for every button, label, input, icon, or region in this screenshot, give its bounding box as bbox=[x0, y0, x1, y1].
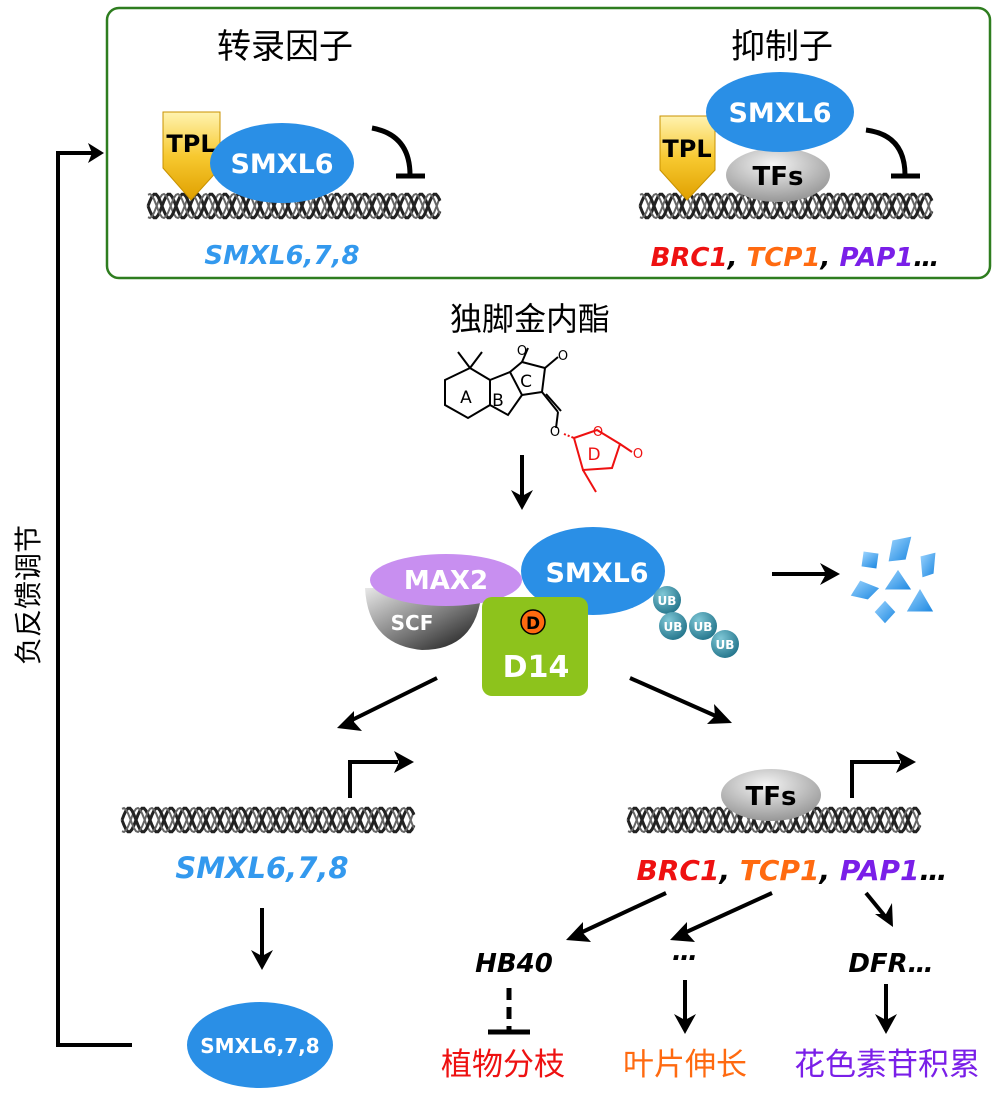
dna-strand bbox=[147, 192, 441, 220]
strigolactone-label: 独脚金内酯 bbox=[450, 300, 610, 338]
feedback-arrow-line bbox=[56, 151, 132, 1047]
ubiquitin bbox=[711, 630, 739, 658]
smxl6-protein bbox=[210, 123, 354, 203]
d14-label: D14 bbox=[503, 650, 570, 685]
dna-strand bbox=[627, 806, 921, 834]
dna-strand bbox=[120, 806, 416, 834]
leaf-elongation-label: 叶片伸长 bbox=[623, 1047, 747, 1083]
ubiquitin bbox=[659, 612, 687, 640]
down-arrow-head bbox=[511, 490, 533, 510]
oxygen-label: O bbox=[633, 447, 643, 462]
oxygen-label: O bbox=[593, 425, 603, 440]
ubiquitin-chain: UB UB UB UB bbox=[653, 586, 739, 658]
pathway-arrow-left-head bbox=[337, 711, 362, 731]
strigolactone-molecule bbox=[444, 347, 562, 429]
dna-strand bbox=[121, 806, 415, 834]
brc1-to-hb40-arrow-head bbox=[566, 922, 591, 942]
pathway-arrow-left bbox=[349, 676, 438, 723]
scf-label: SCF bbox=[391, 611, 434, 635]
smxl678-protein bbox=[187, 1002, 333, 1088]
pathway-arrow-right bbox=[629, 676, 719, 719]
repressor-heading: 抑制子 bbox=[731, 27, 833, 67]
smxl678-gene-bottom: SMXL6,7,8 bbox=[175, 851, 348, 885]
transcription-factor-heading: 转录因子 bbox=[217, 27, 353, 67]
ubiquitin bbox=[653, 586, 681, 614]
ring-b-label: B bbox=[492, 391, 504, 411]
d14-receptor bbox=[482, 597, 588, 696]
dna-strand bbox=[121, 806, 415, 834]
tpl-shape bbox=[659, 115, 716, 201]
tfs-protein bbox=[721, 769, 821, 821]
brc1-to-hb40-arrow bbox=[577, 891, 667, 936]
target-genes-bottom: BRC1, TCP1, PAP1… bbox=[637, 854, 948, 887]
smxl6-label: SMXL6 bbox=[230, 149, 333, 180]
d-ligand-label: D bbox=[526, 614, 540, 634]
anthocyanin-arrow-head bbox=[875, 1014, 897, 1034]
ubiquitin-label: UB bbox=[658, 594, 677, 608]
tpl-label: TPL bbox=[662, 135, 711, 163]
ring-d-label: D bbox=[587, 445, 600, 465]
ring-a-label: A bbox=[460, 388, 472, 408]
ubiquitin bbox=[689, 612, 717, 640]
smxl678-gene-top: SMXL6,7,8 bbox=[204, 241, 359, 271]
oxygen-label: O bbox=[558, 349, 568, 364]
pap1-arrow bbox=[864, 891, 886, 917]
max2-protein bbox=[370, 554, 522, 606]
negative-feedback-label: 负反馈调节 bbox=[12, 525, 45, 665]
tcp1-arrow bbox=[681, 891, 773, 936]
feedback-arrow-head bbox=[88, 143, 104, 163]
smxl6-label: SMXL6 bbox=[728, 98, 831, 129]
tfs-protein bbox=[726, 148, 830, 202]
tpl-label: TPL bbox=[166, 130, 215, 158]
pathway-arrow-right-head bbox=[707, 704, 732, 724]
d-ligand bbox=[520, 609, 546, 635]
dna-strand bbox=[639, 192, 933, 220]
branching-label: 植物分枝 bbox=[441, 1047, 565, 1083]
repression-symbol bbox=[865, 127, 908, 176]
leaf-arrow-head bbox=[674, 1014, 696, 1034]
smxl6-protein bbox=[706, 72, 854, 152]
dna-helix bbox=[120, 806, 416, 834]
tfs-label: TFs bbox=[746, 782, 797, 812]
degradation-arrow-head bbox=[820, 563, 840, 585]
translation-arrow-head bbox=[251, 950, 273, 970]
repression-symbol bbox=[371, 125, 413, 176]
tfs-label: TFs bbox=[753, 162, 804, 192]
transcription-start-arrow bbox=[348, 760, 398, 798]
hb40-gene: HB40 bbox=[475, 949, 553, 979]
target-genes-top: BRC1, TCP1, PAP1… bbox=[651, 243, 940, 273]
oxygen-label: O bbox=[517, 344, 527, 359]
ubiquitin-label: UB bbox=[664, 620, 683, 634]
transcription-start-arrow-head bbox=[896, 751, 916, 773]
d-ring bbox=[563, 428, 633, 493]
dna-strand bbox=[626, 806, 922, 834]
transcription-start-arrow bbox=[850, 760, 900, 798]
tpl-shape bbox=[162, 111, 221, 201]
smxl6-protein bbox=[521, 527, 665, 615]
oxygen-label: O bbox=[550, 425, 560, 440]
anthocyanin-label: 花色素苷积累 bbox=[794, 1047, 980, 1083]
ring-c-label: C bbox=[520, 372, 532, 392]
ubiquitin-label: UB bbox=[694, 620, 713, 634]
top-panel-border bbox=[105, 6, 992, 280]
dna-strand bbox=[120, 806, 416, 834]
pap1-arrow-head bbox=[875, 903, 893, 927]
dfr-gene: DFR… bbox=[848, 949, 933, 979]
transcription-start-arrow-head bbox=[394, 751, 414, 773]
degraded-fragments bbox=[849, 535, 937, 625]
smxl6-label: SMXL6 bbox=[545, 558, 648, 589]
smxl678-protein-label: SMXL6,7,8 bbox=[200, 1034, 319, 1058]
tcp1-arrow-head bbox=[670, 922, 695, 942]
max2-label: MAX2 bbox=[404, 566, 488, 596]
ubiquitin-label: UB bbox=[716, 638, 735, 652]
unknown-gene: … bbox=[672, 937, 698, 967]
